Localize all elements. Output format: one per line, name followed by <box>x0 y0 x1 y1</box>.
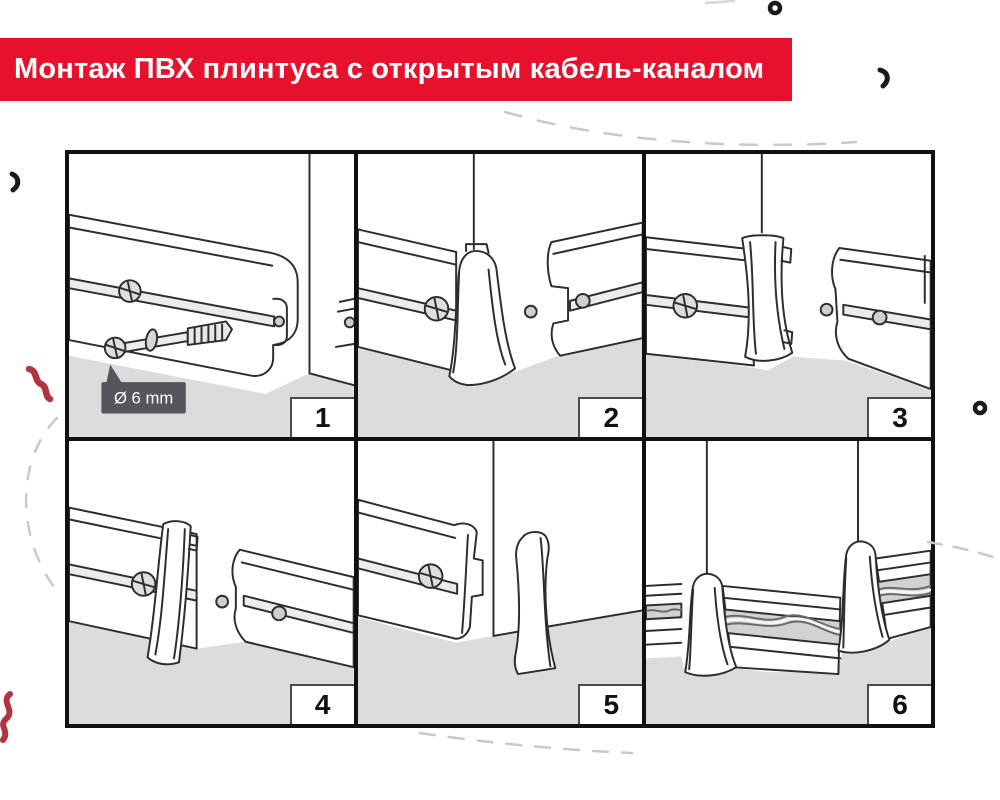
step-4-panel: 4 <box>69 441 354 724</box>
step-1-illustration: Ø 6 mm <box>69 154 354 437</box>
dashed-curve-top <box>503 110 858 147</box>
step-number-badge: 5 <box>578 684 643 724</box>
dot-ring-top <box>767 0 783 16</box>
step-5-panel: 5 <box>357 441 643 724</box>
step-4-illustration <box>69 506 354 724</box>
comma-mark-top-right <box>877 67 890 89</box>
red-squiggle-bottom-left <box>0 691 13 743</box>
red-squiggle-left <box>25 365 54 403</box>
steps-grid: Ø 6 mm 1 <box>65 150 935 728</box>
step-1-panel: Ø 6 mm 1 <box>69 154 354 437</box>
step-3-illustration <box>646 154 931 437</box>
page-title: Монтаж ПВХ плинтуса с открытым кабель-ка… <box>14 53 765 85</box>
gray-dash-top <box>704 0 736 5</box>
step-6-panel: 6 <box>646 441 931 724</box>
dot-ring-right <box>972 400 988 416</box>
drill-diameter-callout: Ø 6 mm <box>101 364 186 414</box>
step-number-badge: 1 <box>289 397 354 437</box>
comma-mark-left <box>9 171 21 193</box>
step-3-panel: 3 <box>646 154 931 437</box>
step-number-badge: 4 <box>289 684 354 724</box>
step-number-badge: 2 <box>578 397 643 437</box>
step-number-badge: 6 <box>866 684 931 724</box>
step-2-illustration <box>357 154 643 437</box>
drill-diameter-label: Ø 6 mm <box>114 389 173 408</box>
dashed-arc-left <box>24 416 64 599</box>
step-5-illustration <box>357 441 643 724</box>
step-number-badge: 3 <box>866 397 931 437</box>
step-2-panel: 2 <box>357 154 643 437</box>
step-6-illustration <box>646 441 931 724</box>
dashed-curve-right <box>926 540 998 560</box>
title-banner: Монтаж ПВХ плинтуса с открытым кабель-ка… <box>0 38 792 101</box>
dashed-curve-bottom <box>418 731 634 755</box>
